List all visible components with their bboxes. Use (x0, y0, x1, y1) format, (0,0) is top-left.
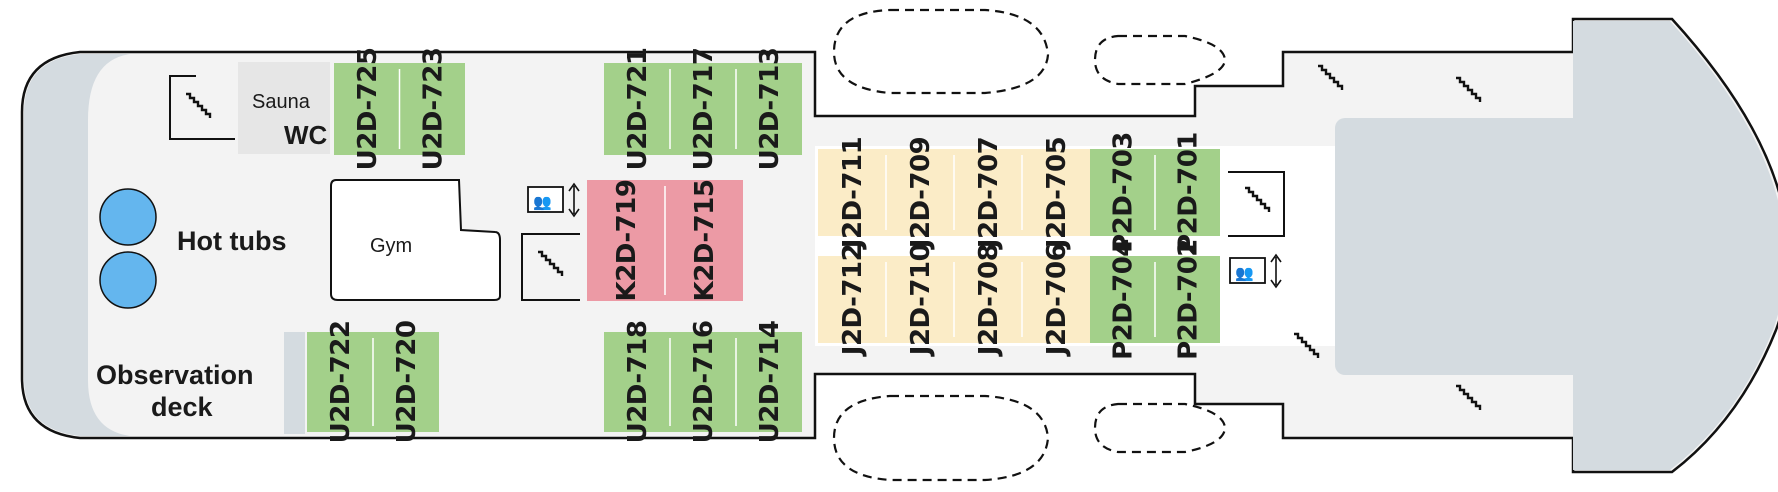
elevator-icon: 👥 (527, 182, 580, 218)
stairs-icon (169, 75, 235, 140)
cabin-cell[interactable] (954, 149, 1022, 236)
cabin-number-u2d-722: U2D-722 (326, 321, 356, 444)
observation-label-line2: deck (151, 392, 214, 422)
cabin-cell[interactable] (1022, 256, 1090, 343)
stairs-icon (1228, 171, 1285, 237)
cabin-number-j2d-707: J2D-707 (974, 137, 1004, 250)
cabin-number-u2d-718: U2D-718 (623, 321, 653, 444)
cabin-group-yellow-bottom: J2D-712 J2D-710 J2D-708 J2D-706 (818, 244, 1090, 357)
cabin-group-top-mid: U2D-721 U2D-717 U2D-713 (604, 48, 802, 171)
cabin-cell[interactable] (954, 256, 1022, 343)
svg-text:👥: 👥 (533, 193, 552, 211)
cabin-cell[interactable] (1090, 149, 1155, 236)
cabin-group-green-bottom: P2D-704 P2D-702 (1090, 239, 1220, 360)
cabin-cell[interactable] (604, 332, 670, 432)
cabin-cell[interactable] (587, 180, 665, 301)
cabin-cell[interactable] (665, 180, 743, 301)
cabin-cell[interactable] (399, 63, 466, 155)
cabin-cell[interactable] (736, 63, 802, 155)
cabin-number-j2d-709: J2D-709 (906, 137, 936, 250)
cabin-number-k2d-715: K2D-715 (690, 180, 720, 302)
cabin-number-j2d-712: J2D-712 (838, 244, 868, 357)
cabin-number-j2d-705: J2D-705 (1042, 137, 1072, 250)
cabin-cell[interactable] (886, 256, 954, 343)
cabin-number-u2d-723: U2D-723 (418, 48, 448, 171)
gym-room (330, 179, 501, 301)
cabin-group-top-left: U2D-725 U2D-723 (334, 48, 466, 171)
cabin-number-u2d-714: U2D-714 (755, 321, 785, 444)
lifeboat-outline (832, 8, 1227, 482)
cabin-number-j2d-706: J2D-706 (1042, 244, 1072, 357)
bow-inner-gray (1335, 118, 1635, 375)
cabin-number-p2d-702: P2D-702 (1174, 239, 1204, 360)
gym-label: Gym (370, 235, 412, 257)
hot-tub (99, 251, 157, 309)
cabin-cell[interactable] (670, 332, 736, 432)
cabin-cell[interactable] (1155, 149, 1220, 236)
cabin-group-pink: K2D-719 K2D-715 (587, 180, 743, 302)
wc-label: WC (284, 120, 328, 150)
cabin-number-u2d-721: U2D-721 (623, 48, 653, 171)
cabin-number-p2d-703: P2D-703 (1109, 132, 1139, 253)
cabin-number-p2d-704: P2D-704 (1109, 239, 1139, 360)
elevator-icon: 👥 (1229, 253, 1282, 289)
cabin-group-bottom-mid: U2D-718 U2D-716 U2D-714 (604, 321, 802, 444)
cabin-group-green-top: P2D-703 P2D-701 (1090, 132, 1220, 253)
cabin-number-j2d-710: J2D-710 (906, 244, 936, 357)
cabin-number-j2d-711: J2D-711 (838, 137, 868, 250)
cabin-cell[interactable] (670, 63, 736, 155)
cabin-cell[interactable] (736, 332, 802, 432)
cabin-group-bottom-left: U2D-722 U2D-720 (307, 321, 439, 444)
cabin-number-j2d-708: J2D-708 (974, 244, 1004, 357)
cabin-cell[interactable] (334, 63, 400, 155)
cabin-number-u2d-716: U2D-716 (689, 321, 719, 444)
svg-text:👥: 👥 (1235, 264, 1254, 282)
cabin-number-u2d-713: U2D-713 (755, 48, 785, 171)
stern-gray-area (24, 54, 130, 436)
cabin-cell[interactable] (886, 149, 954, 236)
cabin-cell[interactable] (1022, 149, 1090, 236)
sauna-room (238, 62, 330, 154)
sauna-label: Sauna (252, 91, 311, 113)
cabin-cell[interactable] (818, 149, 886, 236)
cabin-number-u2d-717: U2D-717 (689, 48, 719, 171)
cabin-cell[interactable] (373, 332, 439, 432)
hot-tub (99, 188, 157, 246)
hot-tubs-label: Hot tubs (177, 226, 286, 256)
cabin-group-yellow-top: J2D-711 J2D-709 J2D-707 J2D-705 (818, 137, 1090, 250)
cabin-cell[interactable] (307, 332, 373, 432)
cabin-cell[interactable] (1090, 256, 1155, 343)
cabin-number-u2d-725: U2D-725 (353, 48, 383, 171)
observation-stripe (284, 332, 305, 434)
cabin-number-u2d-720: U2D-720 (392, 321, 422, 444)
cabin-number-k2d-719: K2D-719 (612, 180, 642, 302)
stairs-icon (521, 233, 580, 301)
cabin-cell[interactable] (818, 256, 886, 343)
cabin-number-p2d-701: P2D-701 (1174, 132, 1204, 253)
observation-label-line1: Observation (96, 360, 254, 390)
cabin-cell[interactable] (1155, 256, 1220, 343)
cabin-cell[interactable] (604, 63, 670, 155)
